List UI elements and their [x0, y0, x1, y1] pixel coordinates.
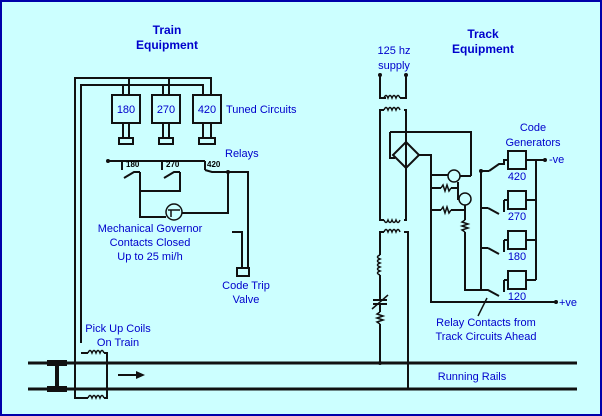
relay-contacts-pointer: [477, 297, 488, 317]
code-generators-label-2: Generators: [505, 137, 561, 149]
track-title-1: Track: [467, 27, 499, 41]
tuned-circuit-420: 420: [192, 94, 222, 145]
code-generator-120: 120: [481, 270, 527, 303]
negative-label: -ve: [549, 154, 564, 166]
supply-label-2: supply: [378, 60, 410, 72]
track-title-2: Equipment: [452, 42, 514, 56]
tuned-circuit-180: 180: [111, 94, 141, 145]
relay-contact-180: 180: [126, 160, 140, 169]
tuned-circuits-label: Tuned Circuits: [226, 104, 297, 116]
relays-label: Relays: [225, 148, 259, 160]
governor-contact-icon: [165, 203, 183, 221]
svg-text:420: 420: [198, 104, 216, 116]
svg-text:270: 270: [508, 211, 526, 223]
relay-contacts-label-2: Track Circuits Ahead: [435, 331, 536, 343]
relay-contact-270: 270: [166, 160, 180, 169]
pickup-coils-label-1: Pick Up Coils: [85, 323, 151, 335]
train-wiring: [74, 77, 212, 401]
governor-label-2: Contacts Closed: [110, 237, 191, 249]
running-rails: [28, 361, 577, 391]
supply-label-1: 125 hz: [377, 45, 410, 57]
svg-text:420: 420: [508, 171, 526, 183]
code-generators-label-1: Code: [520, 122, 546, 134]
positive-label: +ve: [559, 297, 577, 309]
train-title-1: Train: [153, 23, 182, 37]
relay-contacts-label-1: Relay Contacts from: [436, 317, 536, 329]
svg-text:180: 180: [508, 251, 526, 263]
train-title-2: Equipment: [136, 38, 198, 52]
valve-label-2: Valve: [233, 294, 260, 306]
valve-label-1: Code Trip: [222, 280, 270, 292]
governor-label-1: Mechanical Governor: [98, 223, 203, 235]
code-generator-420: 420: [488, 150, 527, 183]
code-generator-270: 270: [481, 190, 527, 223]
wheelset-icon: [47, 360, 67, 392]
svg-text:120: 120: [508, 291, 526, 303]
code-generator-180: 180: [481, 230, 527, 263]
svg-text:270: 270: [157, 104, 175, 116]
negative-bus: [526, 158, 547, 281]
svg-text:180: 180: [117, 104, 135, 116]
pickup-coils-label-2: On Train: [97, 337, 139, 349]
track-wiring: [371, 73, 558, 389]
governor-label-3: Up to 25 mi/h: [117, 251, 182, 263]
relay-contact-420: 420: [207, 160, 221, 169]
running-rails-label: Running Rails: [438, 371, 507, 383]
code-trip-valve-icon: [232, 231, 250, 277]
tuned-circuit-270: 270: [151, 94, 181, 145]
relay-contacts: [106, 159, 249, 268]
direction-arrow-icon: [118, 371, 145, 379]
